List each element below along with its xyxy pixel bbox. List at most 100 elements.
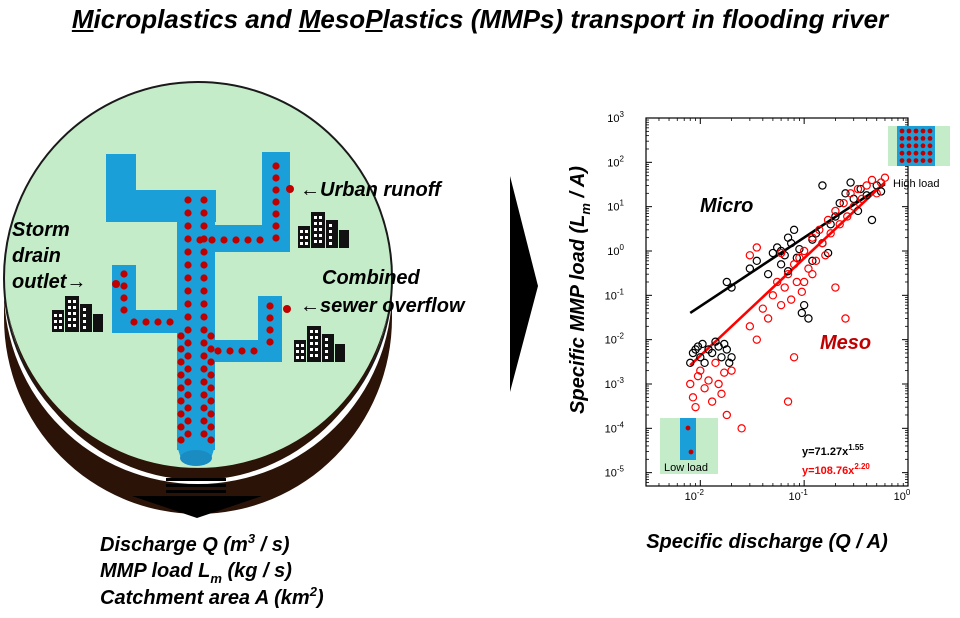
urban-runoff-marker [286, 185, 294, 193]
plastic-particle [207, 384, 215, 392]
x-axis-label: Specific discharge (Q / A) [646, 531, 888, 553]
buildings-icon [298, 212, 349, 248]
micro-data-point [786, 238, 796, 248]
plastic-particle [184, 391, 192, 399]
storm-drain-label-line2: drain [12, 245, 61, 267]
y-tick-label: 10-5 [605, 465, 625, 480]
meso-data-point [745, 251, 755, 260]
cso-marker [283, 305, 291, 313]
meso-data-point [846, 189, 855, 198]
cso-label-line1: Combined [322, 267, 421, 289]
meso-data-point [704, 376, 713, 385]
micro-data-point [752, 256, 762, 266]
river-branch-right-h2 [190, 340, 282, 362]
micro-data-point [745, 264, 755, 273]
storm-drain-label-line3: outlet→ [12, 271, 86, 293]
micro-data-point [797, 308, 807, 318]
plastic-particle [207, 410, 215, 418]
micro-data-point [717, 353, 726, 362]
micro-data-point [707, 348, 717, 358]
inset-particle [927, 136, 933, 141]
meso-data-point [808, 269, 817, 279]
y-tick-label: 10-2 [605, 332, 625, 347]
meso-data-point [768, 291, 778, 300]
plastic-particle [207, 423, 215, 431]
plastic-particle [200, 417, 208, 425]
micro-data-point [727, 283, 736, 292]
meso-data-point [815, 225, 824, 235]
meso-data-point [752, 335, 762, 344]
y-tick-label: 103 [607, 110, 624, 125]
plastic-particle [200, 326, 208, 334]
micro-data-point [768, 248, 778, 258]
urban-runoff-label: ←Urban runoff [300, 179, 443, 201]
plastic-particle [232, 236, 240, 244]
micro-data-point [789, 225, 799, 235]
plastic-particle [266, 326, 274, 334]
micro-data-point [831, 212, 840, 221]
meso-data-point [823, 215, 833, 225]
inset-particle [920, 136, 926, 141]
storm-drain-label-line1: Storm [12, 219, 70, 241]
plastic-particle [200, 365, 208, 373]
meso-data-point [714, 379, 723, 389]
plastic-particle [256, 236, 264, 244]
micro-data-point [725, 358, 734, 368]
inset-particle [685, 425, 691, 431]
plastic-particle [200, 404, 208, 412]
cso-label-line2: ←sewer overflow [300, 295, 466, 317]
plastic-particle [177, 397, 185, 405]
plastic-particle [226, 347, 234, 355]
inset-particle [906, 136, 912, 141]
meso-data-point [792, 277, 802, 287]
meso-data-point [799, 277, 809, 287]
plastic-particle [184, 430, 192, 438]
meso-data-point [867, 175, 877, 185]
y-tick-label: 101 [607, 199, 624, 214]
meso-data-point [811, 256, 821, 266]
micro-data-point [826, 220, 835, 229]
plastic-particle [272, 210, 280, 218]
meso-data-point [826, 229, 835, 238]
meso-data-point [797, 287, 807, 297]
meso-data-point [711, 358, 720, 368]
title-part: M [298, 4, 321, 34]
plastic-particle [184, 404, 192, 412]
inset-particle [899, 128, 905, 134]
plastic-particle [184, 339, 192, 347]
meso-data-point [839, 198, 848, 208]
meso-data-point [780, 283, 789, 292]
plastic-particles [120, 162, 280, 444]
high-load-inset: High load [888, 126, 950, 190]
river-branch-left-h [112, 310, 192, 333]
meso-data-point [841, 314, 850, 323]
inset-particle [906, 158, 912, 164]
plastic-particle [207, 332, 215, 340]
micro-data-point [853, 206, 863, 216]
plastic-particle [272, 222, 280, 230]
x-tick-label: 10-1 [788, 488, 808, 503]
inset-particle [913, 136, 919, 141]
plastic-particle [200, 313, 208, 321]
micro-data-point [722, 345, 732, 354]
plastic-particle [177, 423, 185, 431]
inset-particle [899, 143, 905, 149]
meso-data-point [862, 181, 871, 190]
plastic-particle [200, 391, 208, 399]
meso-data-point [853, 184, 863, 194]
title-part: eso [320, 4, 366, 34]
x-tick-label: 10-2 [685, 488, 705, 503]
plastic-particle [200, 222, 208, 230]
y-tick-label: 10-4 [605, 420, 625, 435]
inset-particle [899, 158, 905, 164]
meso-data-point [831, 206, 840, 216]
plastic-particle [142, 318, 150, 326]
plastic-particle [200, 196, 208, 204]
plastic-particle [200, 248, 208, 256]
meso-data-point [727, 366, 736, 375]
plastic-particle [120, 306, 128, 314]
plastic-particle [207, 371, 215, 379]
inset-particle [906, 128, 912, 134]
plastic-particle [200, 287, 208, 295]
